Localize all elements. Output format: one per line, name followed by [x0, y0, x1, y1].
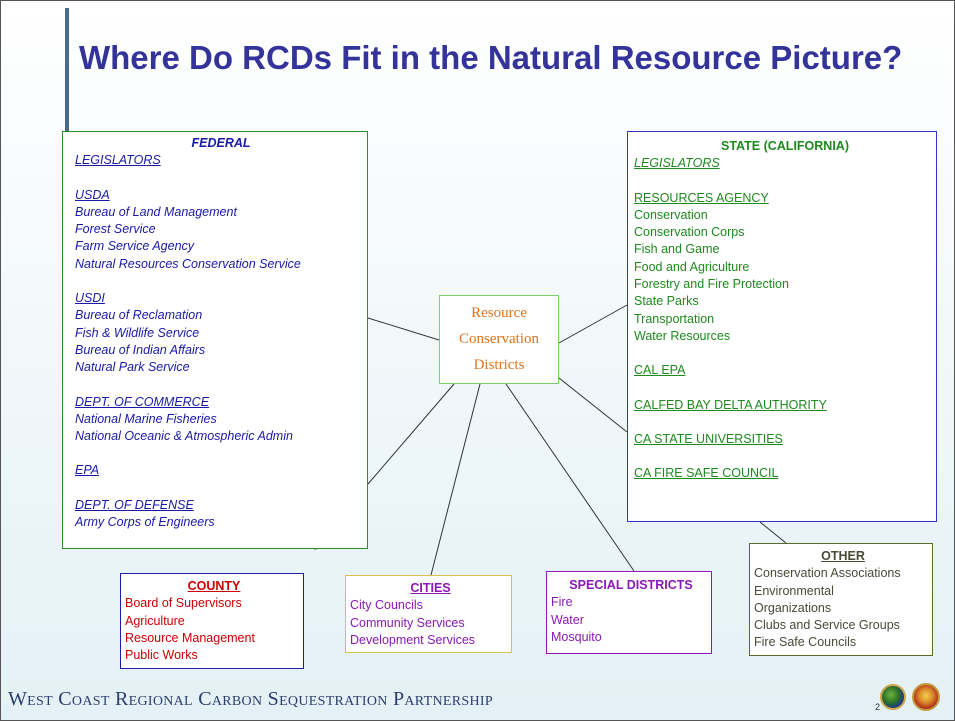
list-item: Agriculture	[125, 613, 185, 628]
cities-heading: CITIES	[410, 581, 451, 595]
group-item: National Oceanic & Atmospheric Admin	[75, 429, 293, 444]
group-heading: USDI	[75, 291, 105, 306]
list-item: Resource Management	[125, 630, 255, 645]
california-seal-icon	[912, 683, 940, 711]
state-box: STATE (CALIFORNIA) LEGISLATORS RESOURCES …	[627, 131, 937, 522]
rcd-center-box: Resource Conservation Districts	[439, 295, 559, 384]
connector-federal	[367, 317, 440, 341]
group-item: National Marine Fisheries	[75, 411, 217, 426]
special-heading: SPECIAL DISTRICTS	[569, 578, 693, 592]
group-heading: USDA	[75, 187, 110, 202]
list-item: Organizations	[754, 600, 832, 615]
group-item: Natural Park Service	[75, 360, 190, 375]
other-heading: OTHER	[821, 549, 865, 563]
list-item: Fire	[551, 595, 573, 610]
rcd-line: Resource	[471, 305, 527, 321]
connector-state	[558, 304, 628, 344]
group-item: State Parks	[634, 294, 699, 309]
group-heading: LEGISLATORS	[75, 153, 161, 168]
connector-cities	[430, 383, 481, 576]
spacer	[75, 170, 367, 187]
federal-groups: LEGISLATORS USDA Bureau of Land Management…	[75, 152, 367, 531]
list-item: Fire Safe Councils	[754, 635, 857, 650]
list-item: Public Works	[125, 648, 198, 663]
group-heading: DEPT. OF DEFENSE	[75, 497, 194, 512]
list-item: Development Services	[350, 632, 476, 647]
group-heading: CAL EPA	[634, 363, 686, 378]
group-item: Forest Service	[75, 222, 156, 237]
state-heading: STATE (CALIFORNIA)	[721, 139, 849, 153]
group-item: Army Corps of Engineers	[75, 515, 215, 530]
group-heading: EPA	[75, 463, 100, 478]
federal-box: FEDERAL LEGISLATORS USDA Bureau of Land Ma…	[62, 131, 368, 549]
list-item: Clubs and Service Groups	[754, 618, 900, 633]
county-heading: COUNTY	[187, 579, 241, 593]
federal-heading: FEDERAL	[191, 136, 251, 150]
group-item: Bureau of Reclamation	[75, 308, 203, 323]
group-heading: DEPT. OF COMMERCE	[75, 394, 210, 409]
group-item: Natural Resources Conservation Service	[75, 256, 301, 271]
spacer	[75, 377, 367, 394]
spacer	[634, 448, 936, 465]
list-item: Mosquito	[551, 629, 602, 644]
slide-title: Where Do RCDs Fit in the Natural Resourc…	[79, 39, 903, 76]
group-item: Food and Agriculture	[634, 259, 750, 274]
group-item: Transportation	[634, 311, 715, 326]
group-heading: CALFED BAY DELTA AUTHORITY	[634, 397, 827, 412]
group-heading: CA FIRE SAFE COUNCIL	[634, 466, 779, 481]
list-item: City Councils	[350, 598, 423, 613]
group-heading: RESOURCES AGENCY	[634, 190, 769, 205]
list-item: Water	[551, 612, 584, 627]
rcd-line: Conservation	[459, 331, 539, 347]
list-item: Conservation Associations	[754, 566, 901, 581]
connector-state-lower	[558, 377, 628, 433]
spacer	[75, 273, 367, 290]
page-number: 2	[875, 702, 881, 712]
group-item: Forestry and Fire Protection	[634, 277, 789, 292]
group-item: Bureau of Land Management	[75, 204, 237, 219]
connector-federal-lower	[367, 383, 455, 485]
doe-seal-icon	[880, 684, 906, 710]
group-item: Farm Service Agency	[75, 239, 195, 254]
group-item: Conservation	[634, 207, 708, 222]
list-item: Board of Supervisors	[125, 596, 242, 611]
connector-special	[505, 383, 635, 572]
list-item: Environmental	[754, 583, 834, 598]
footer-partnership-name: West Coast Regional Carbon Sequestration…	[8, 688, 493, 710]
spacer	[634, 173, 936, 190]
group-item: Bureau of Indian Affairs	[75, 342, 206, 357]
group-item: Fish & Wildlife Service	[75, 325, 200, 340]
rcd-line: Districts	[473, 357, 525, 373]
list-item: Community Services	[350, 615, 465, 630]
group-heading: LEGISLATORS	[634, 156, 720, 171]
spacer	[634, 380, 936, 397]
spacer	[75, 445, 367, 462]
group-item: Water Resources	[634, 328, 731, 343]
spacer	[634, 345, 936, 362]
group-item: Conservation Corps	[634, 225, 745, 240]
connector-other	[759, 521, 787, 544]
spacer	[75, 480, 367, 497]
group-item: Fish and Game	[634, 242, 720, 257]
group-heading: CA STATE UNIVERSITIES	[634, 431, 783, 446]
title-accent-bar	[65, 8, 69, 138]
spacer	[634, 414, 936, 431]
